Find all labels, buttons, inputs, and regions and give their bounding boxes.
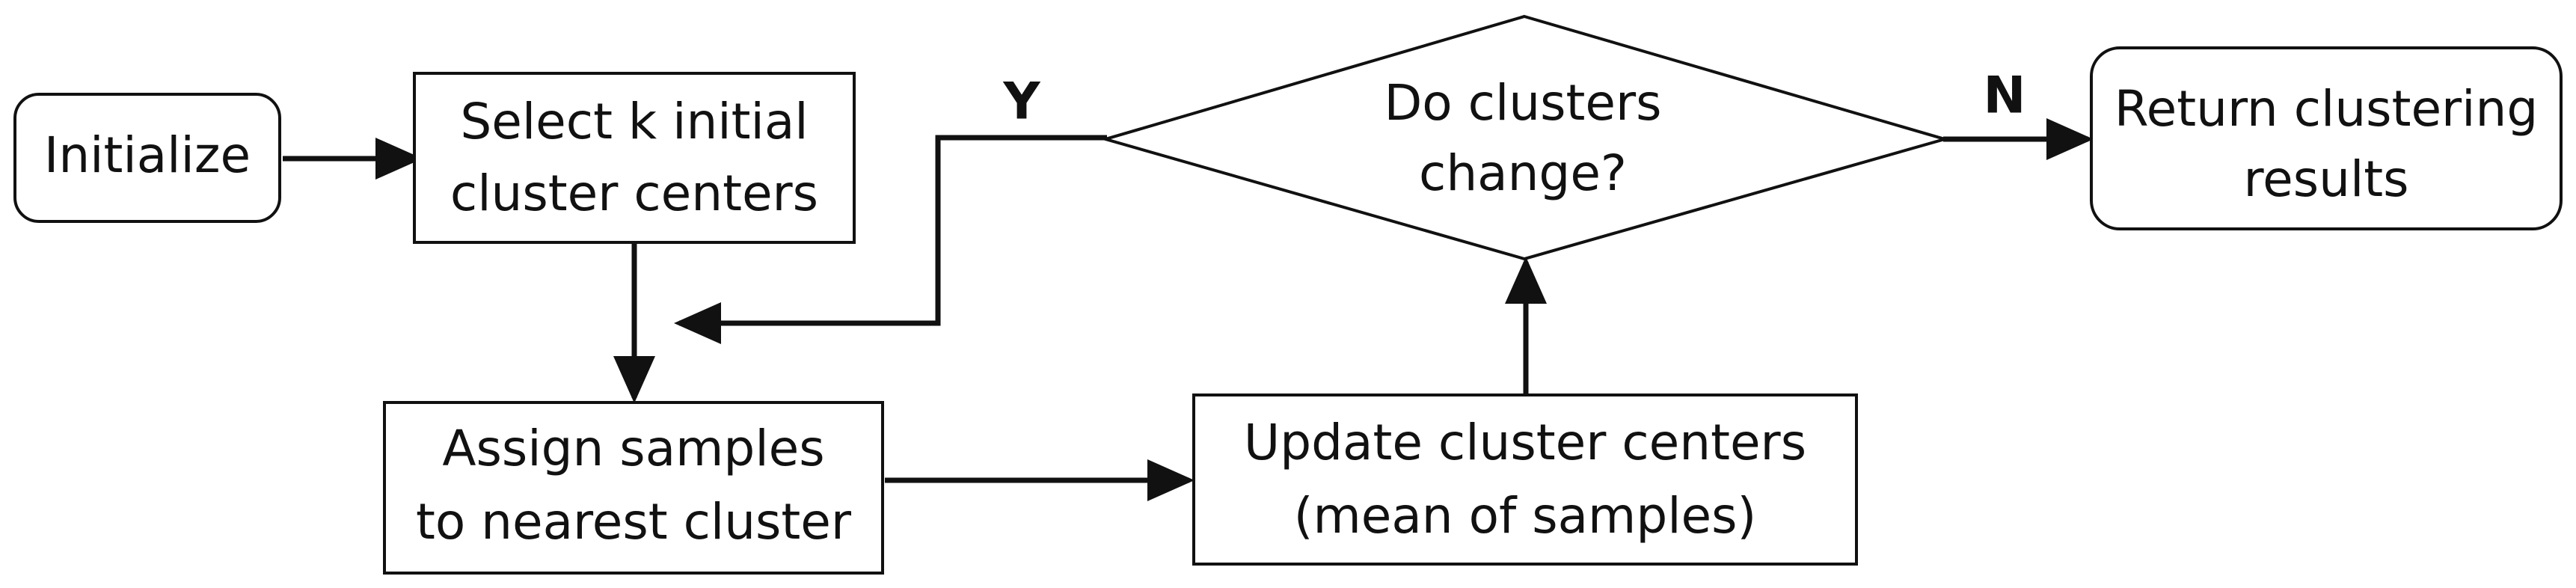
node-select-centers: Select k initial cluster centers (413, 72, 856, 244)
update-centers-label-line2: (mean of samples) (1294, 487, 1757, 545)
initialize-box (13, 93, 281, 223)
decision-label-line2: change? (1419, 144, 1627, 202)
decision-label-line1: Do clusters (1384, 74, 1661, 132)
select-centers-label-line1: Select k initial (460, 93, 808, 150)
branch-label-yes: Y (1002, 73, 1040, 132)
arrow-decision-yes-loop (674, 135, 1107, 344)
node-decision: Do clusters change? (1100, 14, 1951, 261)
branch-label-no: N (1984, 67, 2026, 126)
select-centers-box (413, 72, 856, 244)
node-update-centers: Update cluster centers (mean of samples) (1192, 393, 1858, 566)
decision-diamond (1100, 14, 1951, 261)
node-initialize: Initialize (13, 93, 281, 223)
node-assign-samples: Assign samples to nearest cluster (383, 401, 884, 575)
return-results-label-line2: results (2243, 150, 2408, 208)
update-centers-box (1192, 393, 1858, 566)
initialize-label: Initialize (44, 126, 251, 184)
select-centers-label-line2: cluster centers (450, 165, 818, 222)
return-results-label-line1: Return clustering (2115, 80, 2539, 138)
assign-samples-label-line1: Assign samples (442, 420, 824, 477)
assign-samples-box (383, 401, 884, 575)
node-return-results: Return clustering results (2090, 46, 2563, 230)
update-centers-label-line1: Update cluster centers (1244, 414, 1806, 471)
assign-samples-label-line2: to nearest cluster (416, 493, 852, 551)
return-results-box (2090, 46, 2563, 230)
